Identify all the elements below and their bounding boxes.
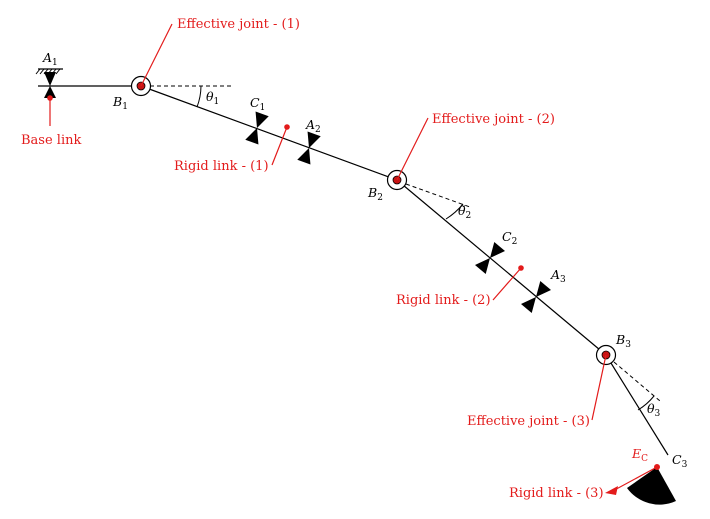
base-link-label: Base link — [21, 133, 81, 148]
base-support — [35, 68, 63, 98]
rigid-link-1-label: Rigid link - (1) — [174, 159, 269, 174]
label-a3: A3 — [550, 267, 566, 285]
end-effector-sector — [627, 467, 676, 505]
annotation-dots — [47, 95, 660, 470]
rigid-link-3-arrowhead — [605, 486, 618, 495]
link-3-line — [605, 354, 669, 456]
label-c2: C2 — [502, 229, 517, 247]
hinge-c2-icon — [474, 242, 506, 274]
label-c1: C1 — [250, 95, 265, 113]
rigid-link-3-label: Rigid link - (3) — [509, 486, 604, 501]
flexure-hinges — [245, 111, 552, 313]
hinge-a3-icon — [520, 281, 552, 313]
extension-lines — [150, 85, 661, 402]
label-theta3: θ3 — [647, 401, 661, 419]
label-b1: B1 — [112, 94, 128, 112]
effective-joint-1-label: Effective joint - (1) — [177, 17, 300, 32]
label-a1: A1 — [42, 50, 58, 68]
link-chain — [38, 85, 669, 456]
hinge-c1-icon — [245, 111, 269, 145]
base-hinge-icon — [44, 72, 56, 86]
link-2-line — [396, 179, 607, 356]
label-b2: B2 — [367, 185, 383, 203]
label-theta1: θ1 — [206, 89, 219, 107]
annotation-pointers — [49, 23, 658, 494]
hinge-a2-icon — [297, 131, 321, 165]
link-1-line — [140, 85, 398, 181]
effective-joint-2-label: Effective joint - (2) — [432, 112, 555, 127]
angle-arcs — [196, 85, 655, 411]
label-c3: C3 — [672, 452, 688, 470]
label-b3: B3 — [615, 332, 631, 350]
label-ec: EC — [631, 446, 648, 464]
effective-joint-3-label: Effective joint - (3) — [467, 414, 590, 429]
label-a2: A2 — [305, 117, 321, 135]
label-theta2: θ̃2 — [458, 203, 471, 221]
rigid-link-2-label: Rigid link - (2) — [396, 293, 491, 308]
